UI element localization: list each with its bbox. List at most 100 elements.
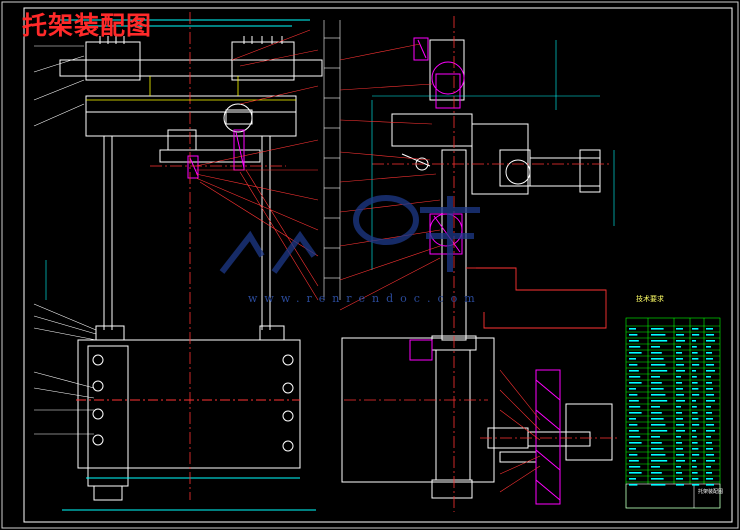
table-cell-mark — [651, 394, 666, 396]
table-cell-mark — [676, 454, 684, 456]
table-cell-mark — [692, 424, 700, 426]
table-cell-mark — [692, 334, 700, 336]
center-number-column — [323, 20, 341, 300]
side-centerlines — [344, 16, 610, 512]
table-cell-mark — [706, 364, 714, 366]
table-cell-mark — [629, 460, 639, 462]
table-cell-mark — [651, 436, 660, 438]
table-cell-mark — [651, 430, 668, 432]
table-cell-mark — [651, 448, 664, 450]
table-cell-mark — [706, 394, 714, 396]
table-cell-mark — [651, 406, 660, 408]
table-cell-mark — [706, 442, 712, 444]
table-cell-mark — [706, 352, 712, 354]
table-cell-mark — [629, 406, 641, 408]
table-cell-mark — [706, 448, 713, 450]
detail-leaders — [499, 369, 541, 493]
table-cell-mark — [629, 430, 639, 432]
detail-view — [487, 403, 613, 463]
table-cell-mark — [651, 364, 666, 366]
table-cell-mark — [692, 340, 696, 342]
table-cell-mark — [676, 478, 683, 480]
table-cell-mark — [651, 400, 668, 402]
table-cell-mark — [692, 466, 697, 468]
table-cell-mark — [676, 352, 682, 354]
table-cell-mark — [692, 346, 697, 348]
table-cell-mark — [651, 454, 666, 456]
table-cell-mark — [629, 382, 642, 384]
renrendoc-logo-icon — [219, 195, 480, 274]
table-cell-mark — [692, 448, 699, 450]
table-cell-mark — [629, 484, 638, 486]
table-cell-mark — [676, 430, 685, 432]
table-cell-mark — [706, 436, 711, 438]
table-cell-mark — [706, 484, 714, 486]
table-cell-mark — [629, 424, 638, 426]
table-cell-mark — [692, 460, 696, 462]
table-cell-mark — [651, 370, 668, 372]
table-cell-mark — [629, 334, 638, 336]
table-cell-mark — [629, 442, 642, 444]
left-leaders — [33, 45, 97, 435]
front-centerlines — [150, 12, 286, 500]
table-cell-mark — [651, 424, 666, 426]
table-cell-mark — [676, 442, 682, 444]
table-cell-mark — [676, 388, 683, 390]
table-cell-mark — [692, 442, 698, 444]
table-cell-mark — [706, 376, 711, 378]
title-block-text: 托架装配图 — [698, 489, 724, 495]
table-cell-mark — [651, 340, 668, 342]
table-cell-mark — [692, 382, 698, 384]
table-cell-mark — [706, 472, 712, 474]
table-cell-mark — [629, 454, 638, 456]
table-cell-mark — [676, 400, 685, 402]
detail-section-hatch — [535, 369, 561, 505]
table-cell-mark — [651, 466, 660, 468]
table-cell-mark — [651, 358, 664, 360]
table-cell-mark — [629, 418, 636, 420]
parts-table-text — [629, 328, 715, 486]
table-cell-mark — [692, 418, 699, 420]
table-cell-mark — [676, 346, 681, 348]
table-cell-mark — [651, 382, 662, 384]
table-cell-mark — [629, 364, 638, 366]
table-cell-mark — [629, 358, 636, 360]
table-cell-mark — [706, 430, 715, 432]
table-cell-mark — [651, 346, 660, 348]
table-cell-mark — [692, 376, 697, 378]
table-cell-mark — [676, 364, 684, 366]
inner-frame — [23, 7, 733, 523]
table-cell-mark — [651, 460, 668, 462]
watermark-url: www.renrendoc.com — [248, 292, 482, 305]
table-cell-mark — [706, 406, 711, 408]
table-cell-mark — [629, 340, 639, 342]
table-cell-mark — [692, 472, 698, 474]
table-cell-mark — [629, 478, 636, 480]
table-cell-mark — [692, 328, 699, 330]
table-cell-mark — [629, 346, 641, 348]
table-cell-mark — [651, 334, 666, 336]
table-cell-mark — [692, 394, 700, 396]
table-cell-mark — [706, 388, 713, 390]
table-cell-mark — [629, 466, 641, 468]
tech-requirements-label: 技术要求 — [636, 295, 664, 303]
table-cell-mark — [692, 430, 696, 432]
table-cell-mark — [629, 436, 641, 438]
table-cell-mark — [629, 472, 642, 474]
table-cell-mark — [676, 376, 681, 378]
front-view — [59, 19, 323, 511]
table-cell-mark — [629, 370, 639, 372]
table-cell-mark — [676, 370, 685, 372]
table-cell-mark — [692, 364, 700, 366]
front-hidden-lines — [86, 76, 296, 101]
table-cell-mark — [676, 358, 683, 360]
table-cell-mark — [651, 472, 662, 474]
table-cell-mark — [676, 484, 684, 486]
table-cell-mark — [629, 412, 642, 414]
table-cell-mark — [629, 328, 636, 330]
table-cell-mark — [692, 484, 700, 486]
table-cell-mark — [706, 478, 713, 480]
table-cell-mark — [676, 436, 681, 438]
